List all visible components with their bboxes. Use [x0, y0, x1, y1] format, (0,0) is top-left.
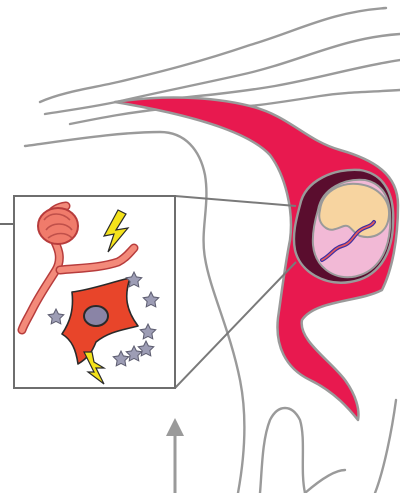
- up-arrow-icon: [166, 418, 184, 493]
- contour-line-8: [305, 470, 345, 493]
- yellow-content: [319, 184, 389, 237]
- nucleus-icon: [84, 306, 108, 326]
- zoom-inset: [0, 196, 175, 388]
- contour-line-7: [260, 408, 305, 493]
- contour-line-4: [250, 90, 400, 106]
- zoom-line-top: [175, 196, 296, 206]
- contour-line-1: [40, 8, 386, 102]
- contour-line-9: [375, 400, 396, 493]
- contour-line-3: [160, 60, 400, 100]
